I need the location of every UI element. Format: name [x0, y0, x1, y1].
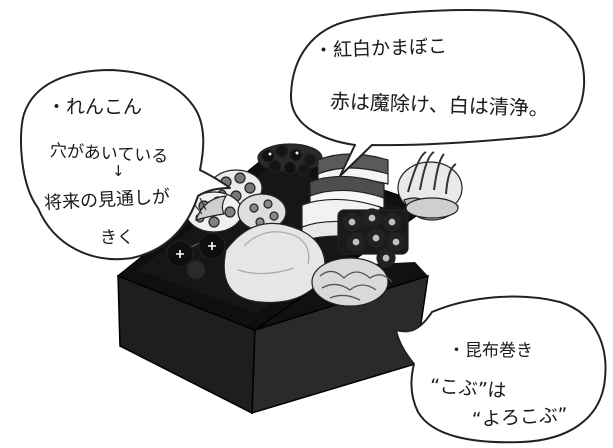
- renkon-title: ・れんこん: [47, 96, 143, 118]
- kombu-roll-cluster: [337, 208, 409, 268]
- arrow-down-icon: ↓: [112, 162, 125, 180]
- kamaboko-title: ・紅白かまぼこ: [313, 35, 448, 62]
- kobumaki-title: ・昆布巻き: [448, 341, 533, 361]
- kobumaki-line-1: “こぶ”は: [429, 375, 508, 403]
- kobumaki-speech-bubble: [395, 295, 607, 444]
- kamaboko-speech-bubble: [289, 9, 586, 177]
- renkon-line-3: きく: [100, 228, 134, 248]
- black-bean-cluster: [257, 143, 323, 177]
- tazukuri-pile: [311, 257, 393, 307]
- osechi-food: [166, 143, 463, 307]
- renkon-speech-bubble: [20, 69, 231, 261]
- shrimp-and-greens: [397, 151, 463, 221]
- kobumaki-line-2: “よろこぶ”: [471, 404, 569, 431]
- kinton-mound: [223, 222, 326, 304]
- kuromame-skewer: [166, 232, 226, 280]
